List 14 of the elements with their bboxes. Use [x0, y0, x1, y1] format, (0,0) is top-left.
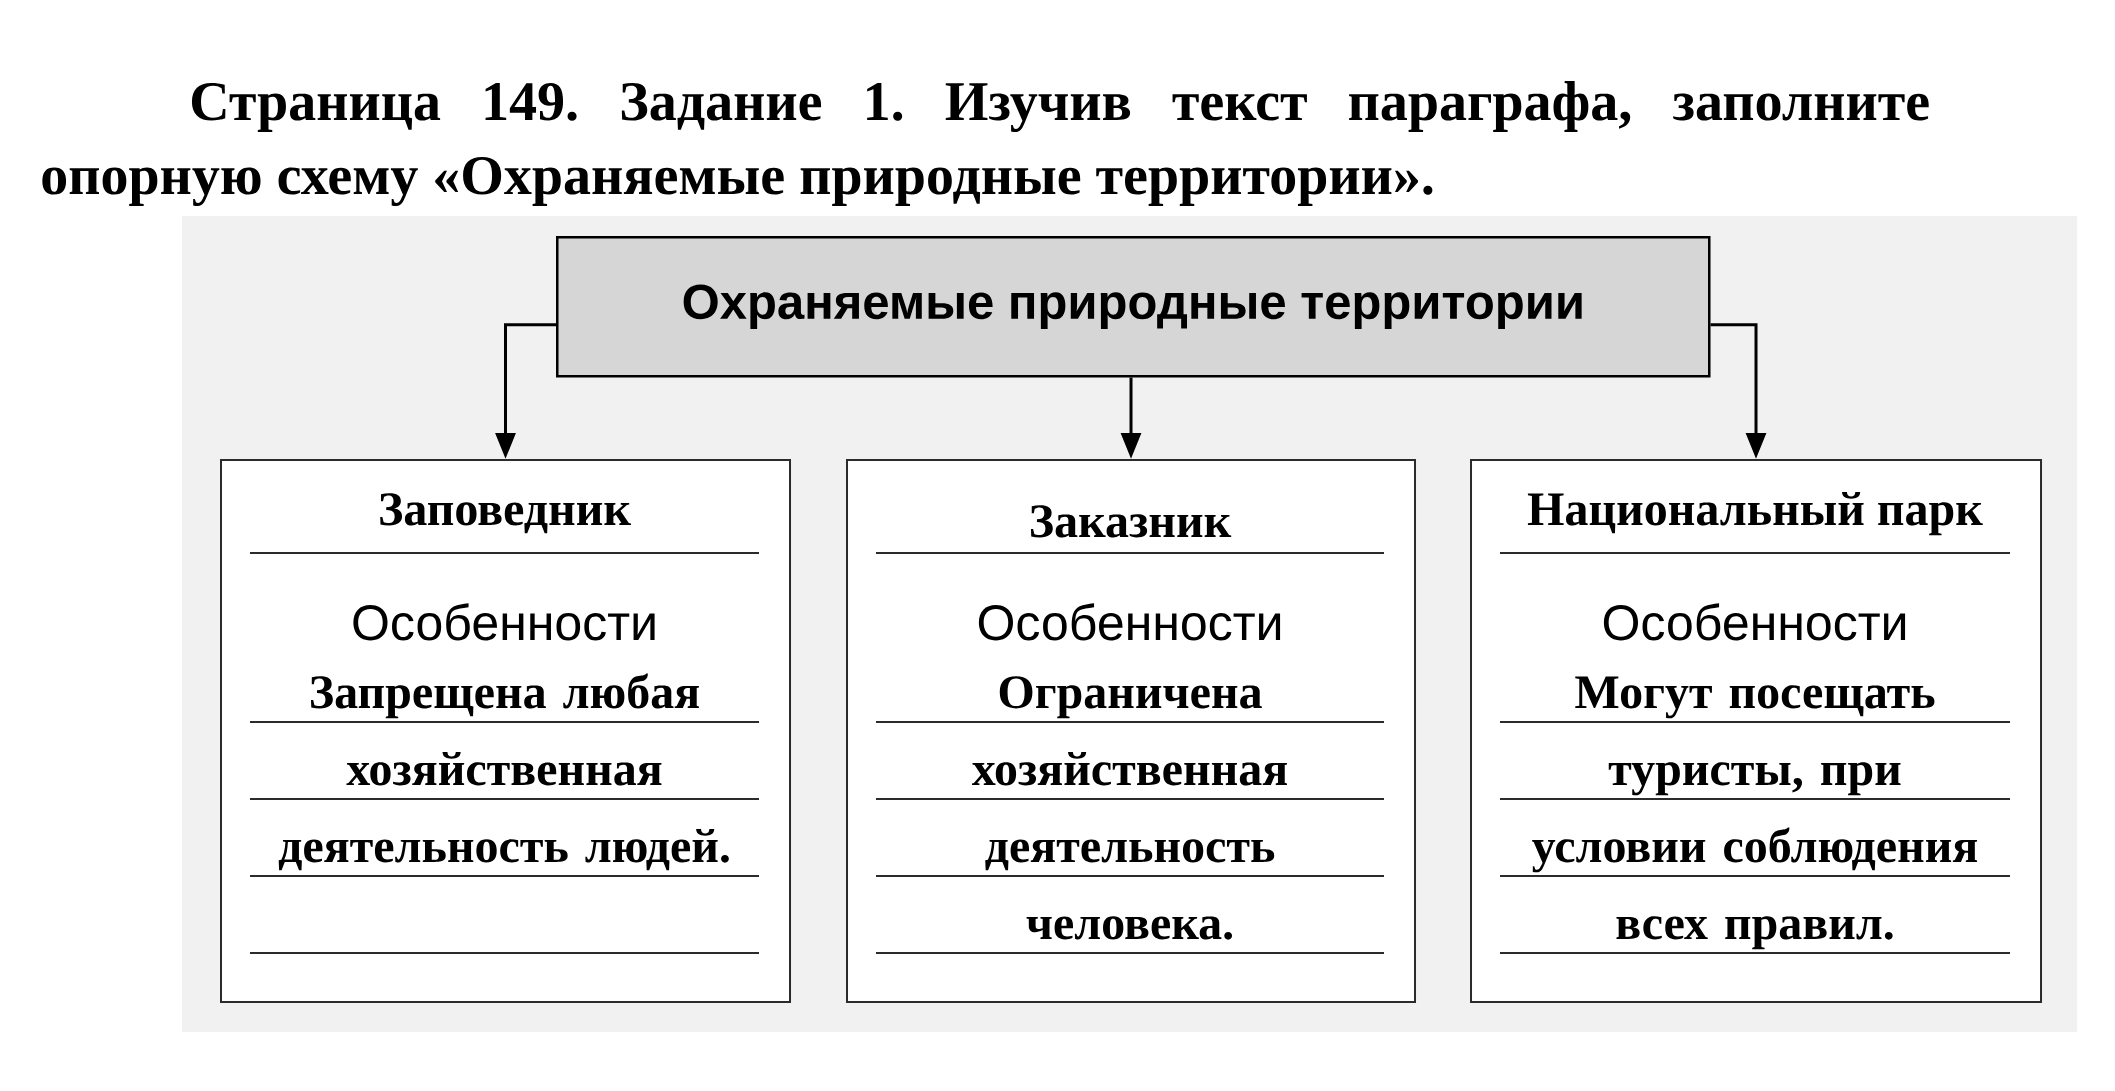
answer-field: Ограничена хозяйственная деятельность человека. — [875, 676, 1385, 954]
box-heading: Заповедник — [380, 493, 631, 534]
section-label: Особенности — [1603, 603, 1906, 641]
topic-box: Охраняемые природные территории — [556, 236, 1711, 378]
category-box — [846, 459, 1416, 1003]
box-heading: Заказник — [1030, 505, 1232, 538]
category-box — [220, 459, 791, 1003]
answer-field: Запрещена любая хозяйственная деятельность людей. — [249, 673, 760, 954]
answer-field: Могут посещать туристы, при условии соблюдения всех правил. — [1499, 676, 2011, 954]
box-heading: Национальный парк — [1527, 491, 1983, 536]
task-title: Страница 149. Задание 1. Изучив текст параграфа, заполните опорную схему «Охраняемые природные территории». — [42, 81, 1929, 207]
section-label: Особенности — [978, 603, 1281, 641]
category-box — [1470, 459, 2042, 1003]
section-label: Особенности — [353, 603, 655, 641]
